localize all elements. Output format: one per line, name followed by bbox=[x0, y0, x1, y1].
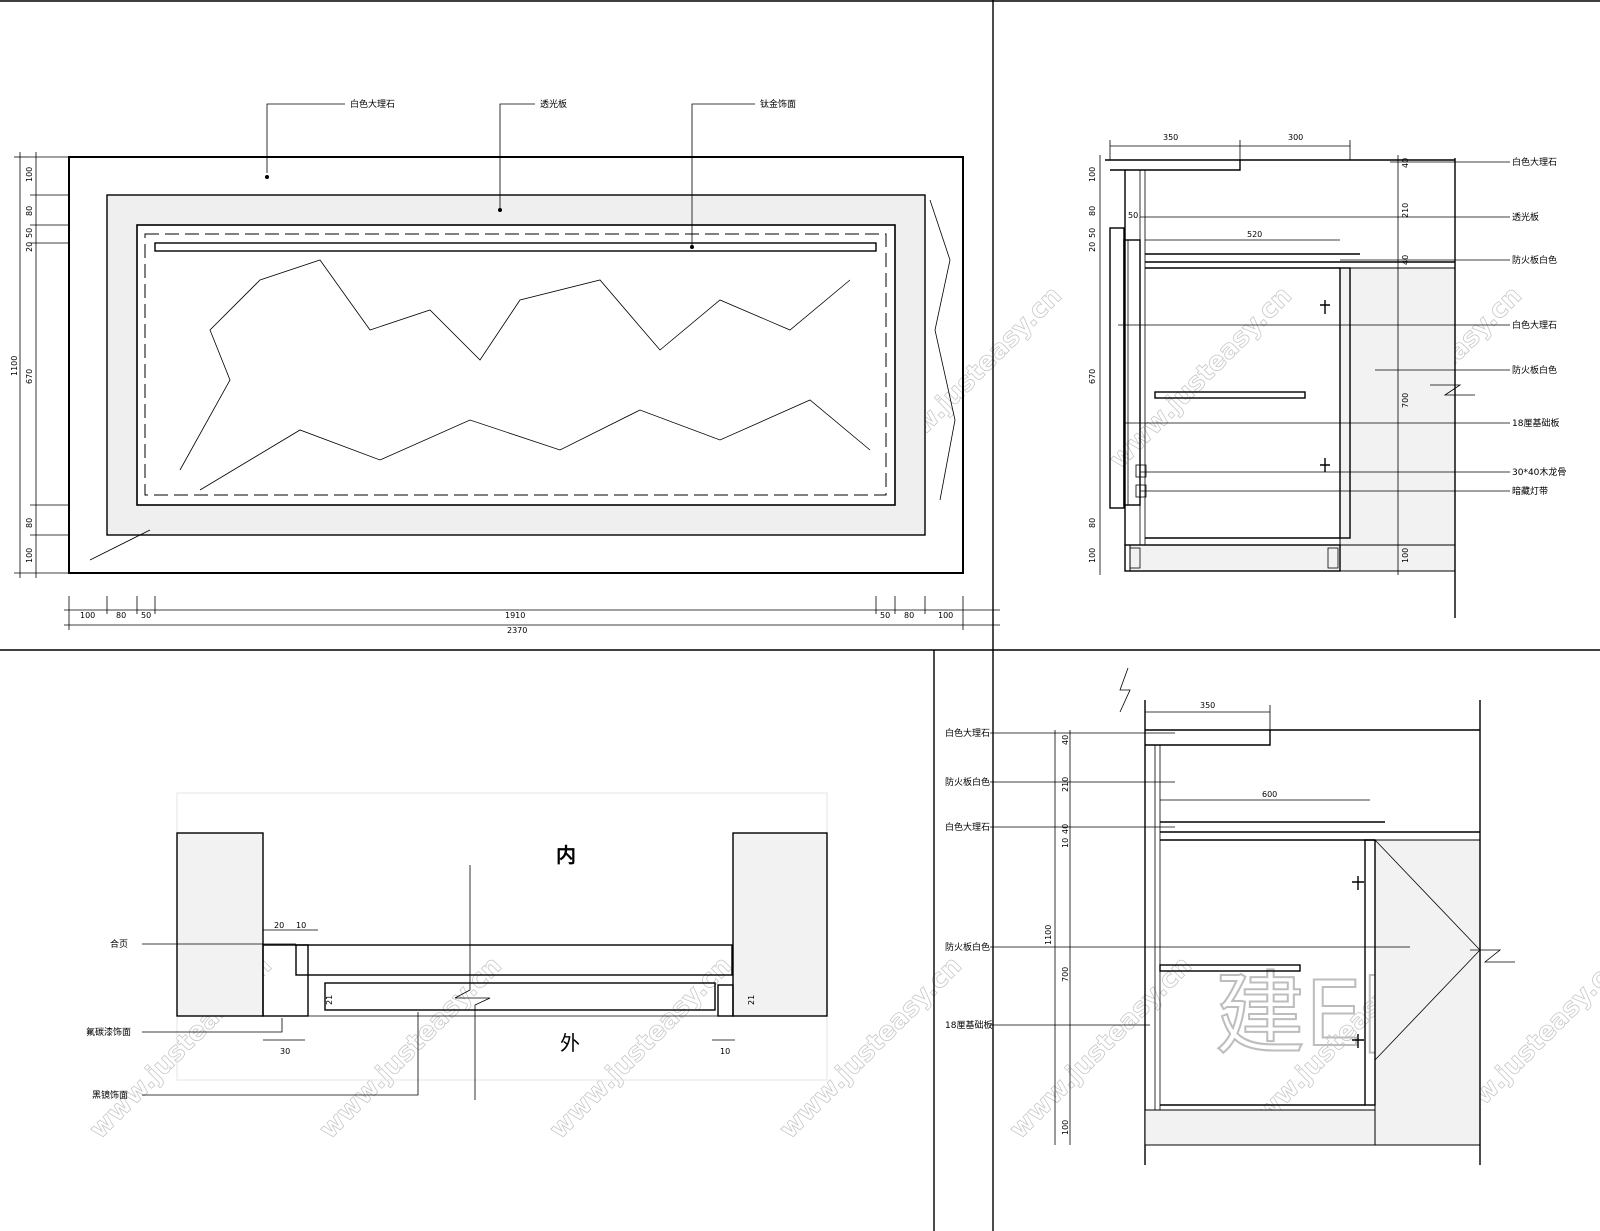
plan-detail: 内 外 20 10 21 21 30 10 合页 氟碳漆饰面 黑镜饰面 bbox=[86, 792, 828, 1101]
callout-label: 白色大理石 bbox=[945, 727, 990, 739]
dimension-text: 80 bbox=[904, 611, 914, 620]
inside-label: 内 bbox=[556, 843, 576, 867]
dimension-text: 21 bbox=[747, 995, 756, 1005]
dimension-text: 350 bbox=[1200, 701, 1215, 710]
front-elevation: 白色大理石 透光板 钛金饰面 100 80 50 20 1100 670 80 … bbox=[10, 98, 1000, 635]
dimension-text: 670 bbox=[1088, 369, 1097, 384]
dimension-text: 520 bbox=[1247, 230, 1262, 239]
callout-label: 黑镜饰面 bbox=[92, 1089, 128, 1101]
dimension-text: 80 bbox=[1088, 518, 1097, 528]
side-section-top: 350 300 50 520 100 80 50 20 670 80 100 4… bbox=[1088, 133, 1566, 618]
leader-dot bbox=[690, 245, 694, 249]
callout-label: 18厘基础板 bbox=[945, 1019, 992, 1031]
callout-label: 防火板白色 bbox=[945, 776, 990, 788]
dimension-text: 80 bbox=[1088, 206, 1097, 216]
callout-label: 30*40木龙骨 bbox=[1512, 466, 1566, 478]
dimension-text: 1910 bbox=[505, 611, 525, 620]
watermark-text: www.justeasy.cn bbox=[1104, 281, 1298, 475]
leader-dot bbox=[498, 208, 502, 212]
dimension-text: 1100 bbox=[1044, 925, 1053, 945]
dimension-text: 30 bbox=[280, 1047, 290, 1056]
dimension-text: 210 bbox=[1401, 203, 1410, 218]
dimension-text: 600 bbox=[1262, 790, 1277, 799]
watermark-text: www.justeasy.cn bbox=[314, 951, 508, 1145]
dimension-text: 50 bbox=[25, 228, 34, 238]
dimension-text: 20 bbox=[1088, 242, 1097, 252]
dimension-text: 10 bbox=[1061, 838, 1070, 848]
callout-label: 透光板 bbox=[1512, 211, 1539, 223]
dimension-text: 100 bbox=[1061, 1120, 1070, 1135]
dimension-text: 50 bbox=[1088, 228, 1097, 238]
dimension-text: 10 bbox=[720, 1047, 730, 1056]
side-section-bottom: 350 600 40 210 10 40 1100 700 100 白色大理石 … bbox=[945, 667, 1515, 1165]
callout-label: 防火板白色 bbox=[945, 941, 990, 953]
dimension-text: 100 bbox=[1088, 548, 1097, 563]
callout-label: 18厘基础板 bbox=[1512, 417, 1559, 429]
dimension-text: 100 bbox=[1088, 167, 1097, 182]
dimension-text: 100 bbox=[25, 548, 34, 563]
dimension-text: 21 bbox=[325, 995, 334, 1005]
dimension-text: 50 bbox=[141, 611, 151, 620]
callout-label: 钛金饰面 bbox=[760, 98, 796, 110]
dimension-text: 10 bbox=[296, 921, 306, 930]
dimension-text: 100 bbox=[938, 611, 953, 620]
dimension-text: 350 bbox=[1163, 133, 1178, 142]
dimension-text: 100 bbox=[80, 611, 95, 620]
callout-label: 白色大理石 bbox=[1512, 319, 1557, 331]
callout-label: 暗藏灯带 bbox=[1512, 485, 1548, 497]
dimension-text: 20 bbox=[274, 921, 284, 930]
callout-label: 白色大理石 bbox=[945, 821, 990, 833]
outside-label: 外 bbox=[560, 1031, 580, 1055]
callout-label: 透光板 bbox=[540, 98, 567, 110]
callout-label: 氟碳漆饰面 bbox=[86, 1026, 131, 1038]
dimension-text: 50 bbox=[1128, 211, 1138, 220]
dimension-text: 80 bbox=[25, 206, 34, 216]
callout-label: 白色大理石 bbox=[350, 98, 395, 110]
dimension-text: 700 bbox=[1401, 393, 1410, 408]
dimension-text: 100 bbox=[25, 167, 34, 182]
dimension-text: 100 bbox=[1401, 548, 1410, 563]
dimension-text: 210 bbox=[1061, 777, 1070, 792]
dimension-text: 20 bbox=[25, 242, 34, 252]
dimension-text: 670 bbox=[25, 369, 34, 384]
dimension-text: 40 bbox=[1061, 735, 1070, 745]
leader-dot bbox=[265, 175, 269, 179]
dimension-text: 2370 bbox=[507, 626, 527, 635]
dimension-text: 40 bbox=[1401, 158, 1410, 168]
callout-label: 防火板白色 bbox=[1512, 364, 1557, 376]
callout-label: 白色大理石 bbox=[1512, 156, 1557, 168]
dimension-text: 300 bbox=[1288, 133, 1303, 142]
callout-label: 合页 bbox=[110, 938, 128, 950]
dimension-text: 80 bbox=[25, 518, 34, 528]
dimension-text: 80 bbox=[116, 611, 126, 620]
dimension-text: 1100 bbox=[10, 356, 19, 376]
callout-label: 防火板白色 bbox=[1512, 254, 1557, 266]
dimension-text: 50 bbox=[880, 611, 890, 620]
dimension-text: 700 bbox=[1061, 967, 1070, 982]
dimension-text: 40 bbox=[1061, 824, 1070, 834]
